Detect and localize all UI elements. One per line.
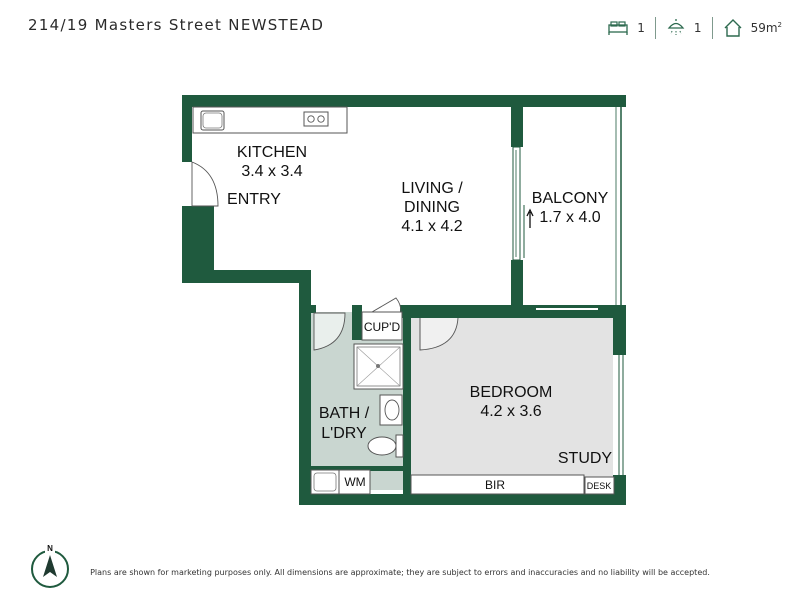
cupboard-label: CUP'D — [364, 320, 401, 334]
north-arrow-icon — [43, 555, 57, 577]
property-specs: 1 1 59m2 — [607, 14, 782, 42]
toilet-icon — [367, 434, 404, 458]
bedroom-label: BEDROOM — [470, 384, 553, 401]
bath-label-line2: L'DRY — [321, 425, 367, 442]
spec-divider — [654, 17, 656, 39]
bedroom-count: 1 — [637, 21, 645, 35]
study-label: STUDY — [558, 450, 613, 467]
cupboard — [361, 311, 403, 341]
sink-icon — [200, 110, 225, 131]
entry-door-swing — [191, 161, 219, 207]
spec-divider — [711, 17, 713, 39]
living-label-line2: DINING — [404, 199, 460, 216]
slide-arrow-icon — [526, 208, 534, 228]
living-label-line1: LIVING / — [401, 180, 463, 197]
north-compass: N — [27, 543, 73, 589]
wm-label: WM — [344, 475, 365, 489]
floor-area: 59m2 — [750, 21, 782, 35]
bedroom-floor — [409, 318, 613, 490]
north-label: N — [47, 544, 53, 553]
desk-label: DESK — [587, 481, 612, 491]
bed-icon — [607, 20, 629, 36]
property-address: 214/19 Masters Street NEWSTEAD — [28, 16, 325, 34]
house-area-icon — [723, 18, 743, 38]
shower-icon — [666, 19, 686, 37]
kitchen-label: KITCHEN — [237, 144, 307, 161]
bath-door-swing — [313, 312, 346, 351]
living-dims: 4.1 x 4.2 — [401, 218, 462, 235]
kitchen-dims: 3.4 x 3.4 — [241, 163, 302, 180]
sliding-door — [512, 146, 521, 261]
exterior-walls — [182, 95, 626, 505]
disclaimer-text: Plans are shown for marketing purposes o… — [90, 568, 710, 577]
bathroom-count: 1 — [693, 21, 702, 35]
bath-label-line1: BATH / — [319, 405, 370, 422]
washing-machine — [338, 469, 371, 495]
entry-label: ENTRY — [227, 191, 281, 208]
bir-label: BIR — [485, 478, 505, 492]
balcony-dims: 1.7 x 4.0 — [539, 209, 600, 226]
built-in-robe — [410, 474, 585, 495]
bedroom-dims: 4.2 x 3.6 — [480, 403, 541, 420]
cupboard-door-swing — [371, 297, 402, 313]
study-desk — [584, 476, 615, 495]
balcony-label: BALCONY — [532, 190, 609, 207]
